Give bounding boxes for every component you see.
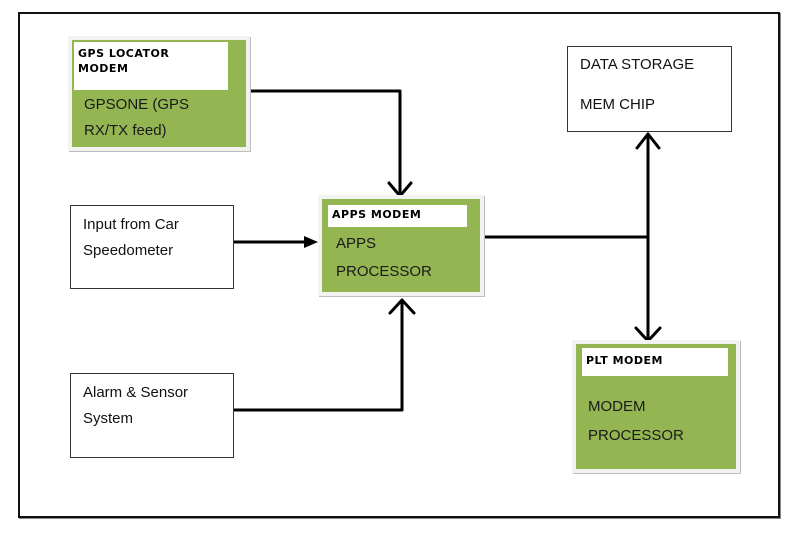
gps-locator-header-line-2: MODEM: [78, 62, 129, 75]
plt-modem-body-line-1: MODEM: [588, 398, 646, 415]
node-speedometer-input[interactable]: Input from Car Speedometer: [70, 205, 234, 289]
plt-modem-header-text: PLT MODEM: [586, 354, 663, 367]
plt-modem-body-line-2: PROCESSOR: [588, 427, 684, 444]
apps-modem-header: APPS MODEM: [328, 205, 467, 227]
plt-modem-body: MODEM PROCESSOR: [588, 392, 684, 450]
data-storage-line-2: MEM CHIP: [580, 96, 655, 113]
node-data-storage[interactable]: DATA STORAGE MEM CHIP: [567, 46, 732, 132]
apps-modem-body: APPS PROCESSOR: [336, 230, 432, 286]
plt-modem-header: PLT MODEM: [582, 348, 728, 376]
plt-modem-fill: PLT MODEM MODEM PROCESSOR: [576, 344, 736, 469]
gps-locator-body: GPSONE (GPS RX/TX feed): [84, 92, 189, 144]
speedometer-line-1: Input from Car: [83, 216, 179, 233]
node-apps-modem[interactable]: APPS MODEM APPS PROCESSOR: [318, 195, 484, 296]
gps-locator-header-line-1: GPS LOCATOR: [78, 47, 170, 60]
gps-locator-body-line-1: GPSONE (GPS: [84, 96, 190, 113]
apps-modem-body-line-2: PROCESSOR: [336, 263, 432, 280]
alarm-sensor-line-2: System: [83, 410, 134, 427]
alarm-sensor-line-1: Alarm & Sensor: [83, 384, 189, 401]
apps-modem-fill: APPS MODEM APPS PROCESSOR: [322, 199, 480, 292]
gps-locator-header: GPS LOCATOR MODEM: [74, 42, 228, 90]
data-storage-line-1: DATA STORAGE: [580, 56, 695, 73]
node-alarm-sensor[interactable]: Alarm & Sensor System: [70, 373, 234, 458]
apps-modem-header-text: APPS MODEM: [332, 208, 422, 221]
speedometer-line-2: Speedometer: [83, 242, 174, 259]
node-gps-locator[interactable]: GPS LOCATOR MODEM GPSONE (GPS RX/TX feed…: [68, 36, 250, 151]
node-plt-modem[interactable]: PLT MODEM MODEM PROCESSOR: [572, 340, 740, 473]
diagram-frame: [18, 12, 780, 518]
gps-locator-body-line-2: RX/TX feed): [84, 122, 167, 139]
gps-locator-fill: GPS LOCATOR MODEM GPSONE (GPS RX/TX feed…: [72, 40, 246, 147]
apps-modem-body-line-1: APPS: [336, 235, 377, 252]
